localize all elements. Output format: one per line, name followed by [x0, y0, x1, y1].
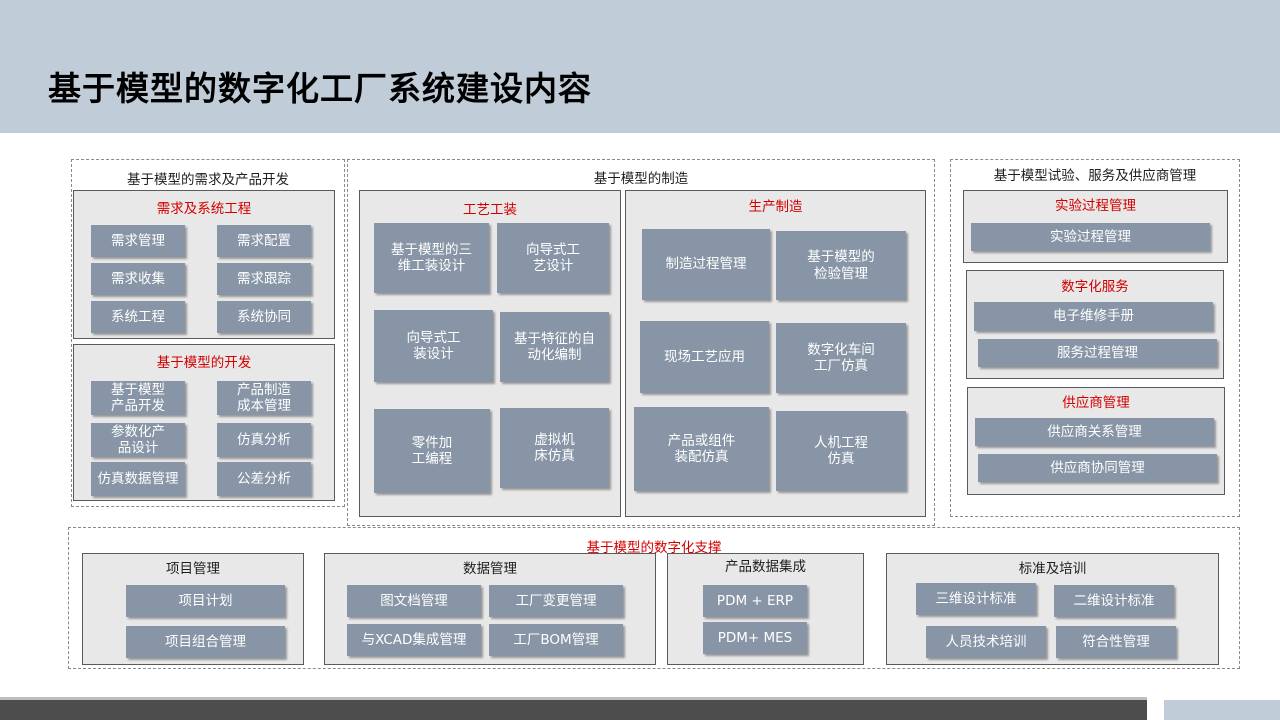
- panel-requirements-system-title: 需求及系统工程: [156, 201, 252, 217]
- chip-3d-tooling-design[interactable]: 基于模型的三 维工装设计: [374, 223, 489, 293]
- panel-standards-training-title: 标准及培训: [1018, 561, 1087, 577]
- chip-system-collaboration[interactable]: 系统协同: [217, 301, 311, 333]
- chip-service-process-management[interactable]: 服务过程管理: [978, 339, 1217, 367]
- chip-manufacturing-cost[interactable]: 产品制造 成本管理: [217, 381, 311, 415]
- chip-project-plan[interactable]: 项目计划: [126, 585, 285, 617]
- chip-document-management[interactable]: 图文档管理: [347, 585, 481, 617]
- chip-system-engineering[interactable]: 系统工程: [91, 301, 185, 333]
- chip-personnel-training[interactable]: 人员技术培训: [926, 626, 1046, 658]
- chip-requirements-tracking[interactable]: 需求跟踪: [217, 263, 311, 295]
- chip-compliance-management[interactable]: 符合性管理: [1056, 626, 1176, 658]
- chip-assembly-simulation[interactable]: 产品或组件 装配仿真: [634, 407, 769, 491]
- panel-process-tooling-title: 工艺工装: [463, 202, 517, 218]
- header-band: [0, 0, 1280, 133]
- chip-2d-design-standard[interactable]: 二维设计标准: [1054, 585, 1174, 617]
- chip-feature-based-automation[interactable]: 基于特征的自 动化编制: [500, 312, 609, 382]
- col-test-service-group: [950, 159, 1240, 517]
- chip-digital-workshop-simulation[interactable]: 数字化车间 工厂仿真: [776, 323, 906, 393]
- chip-part-machining-programming[interactable]: 零件加 工编程: [374, 409, 490, 493]
- support-group-title: 基于模型的数字化支撑: [586, 540, 722, 556]
- chip-parametric-design[interactable]: 参数化产 品设计: [91, 423, 185, 457]
- chip-pdm-erp[interactable]: PDM + ERP: [703, 585, 807, 617]
- chip-factory-bom-management[interactable]: 工厂BOM管理: [489, 624, 623, 656]
- chip-simulation-data-management[interactable]: 仿真数据管理: [91, 462, 185, 496]
- panel-product-data-integration-title: 产品数据集成: [725, 559, 806, 575]
- chip-tolerance-analysis[interactable]: 公差分析: [217, 462, 311, 496]
- chip-electronic-repair-manual[interactable]: 电子维修手册: [974, 302, 1213, 331]
- chip-ergonomics-simulation[interactable]: 人机工程 仿真: [776, 411, 906, 491]
- panel-digital-service-title: 数字化服务: [1061, 279, 1129, 295]
- panel-supplier-management-title: 供应商管理: [1062, 395, 1130, 411]
- chip-onsite-process-application[interactable]: 现场工艺应用: [640, 321, 769, 393]
- page-title: 基于模型的数字化工厂系统建设内容: [48, 69, 592, 108]
- support-group: [68, 527, 1240, 669]
- panel-project-management-title: 项目管理: [166, 561, 220, 577]
- chip-guided-process-design[interactable]: 向导式工 艺设计: [497, 223, 609, 293]
- chip-supplier-relationship[interactable]: 供应商关系管理: [975, 418, 1214, 446]
- chip-pdm-mes[interactable]: PDM+ MES: [703, 622, 807, 654]
- chip-xcad-integration[interactable]: 与XCAD集成管理: [347, 624, 481, 656]
- chip-simulation-analysis[interactable]: 仿真分析: [217, 423, 311, 457]
- chip-requirements-collection[interactable]: 需求收集: [91, 263, 185, 295]
- col-manufacturing-group: [347, 159, 935, 526]
- panel-data-management-title: 数据管理: [463, 561, 517, 577]
- footer-bar-shadow: [0, 697, 1147, 700]
- col-requirements-group: [71, 159, 345, 507]
- panel-production-title: 生产制造: [748, 199, 803, 215]
- chip-guided-tooling-design[interactable]: 向导式工 装设计: [374, 310, 493, 382]
- footer-bar: [0, 700, 1147, 720]
- col-test-service-title: 基于模型试验、服务及供应商管理: [993, 168, 1197, 184]
- col-manufacturing-title: 基于模型的制造: [593, 171, 689, 187]
- chip-factory-change-management[interactable]: 工厂变更管理: [489, 585, 623, 617]
- panel-test-process-title: 实验过程管理: [1055, 198, 1136, 214]
- chip-virtual-machine-simulation[interactable]: 虚拟机 床仿真: [500, 408, 609, 488]
- col-requirements-title: 基于模型的需求及产品开发: [127, 172, 289, 188]
- chip-model-based-product-dev[interactable]: 基于模型 产品开发: [91, 381, 185, 415]
- footer-block: [1164, 700, 1280, 720]
- chip-project-portfolio[interactable]: 项目组合管理: [126, 626, 285, 658]
- chip-requirements-management[interactable]: 需求管理: [91, 225, 185, 257]
- panel-model-based-dev-title: 基于模型的开发: [156, 355, 252, 371]
- chip-3d-design-standard[interactable]: 三维设计标准: [916, 583, 1036, 615]
- chip-requirements-config[interactable]: 需求配置: [217, 225, 311, 257]
- chip-test-process-management[interactable]: 实验过程管理: [971, 223, 1210, 251]
- chip-model-based-inspection[interactable]: 基于模型的 检验管理: [776, 231, 906, 300]
- chip-manufacturing-process-mgmt[interactable]: 制造过程管理: [642, 229, 770, 300]
- chip-supplier-collaboration[interactable]: 供应商协同管理: [978, 454, 1217, 482]
